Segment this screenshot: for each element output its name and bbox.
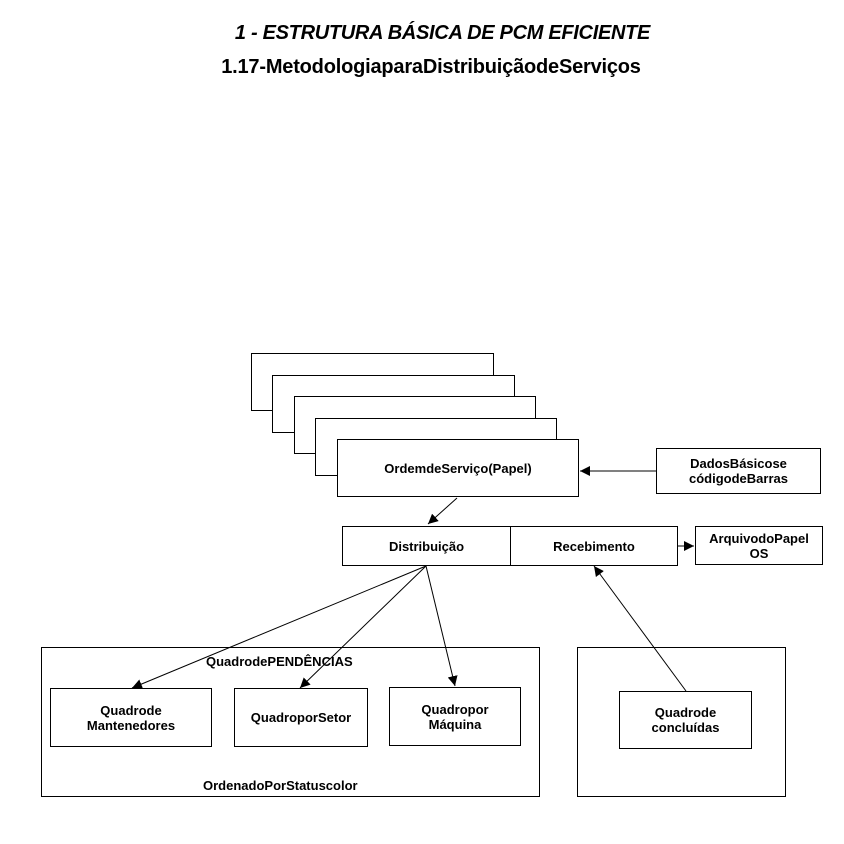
pendencias-group-footer: OrdenadoPorStatuscolor [203,778,358,793]
ordem-servico-box: OrdemdeServiço(Papel) [337,439,579,497]
recebimento-label: Recebimento [553,538,635,554]
page-title: 1 - ESTRUTURA BÁSICA DE PCM EFICIENTE [234,22,651,44]
arrow-distribuicao-to-maquina [425,565,458,687]
quadro-maquina-box: Quadropor Máquina [389,687,521,746]
pendencias-group [41,647,540,797]
arrow-distribuicao-to-setor [299,565,427,689]
concluidas-group [577,647,786,797]
arquivo-papel-label: ArquivodoPapel OS [709,530,809,561]
arquivo-papel-box: ArquivodoPapel OS [695,526,823,565]
dados-basicos-label: DadosBásicose códigodeBarras [689,456,788,486]
recebimento-box: Recebimento [510,526,678,566]
arrow-ordem-to-distribuicao [427,497,458,525]
arrow-concluidas-to-recebimento [593,565,687,692]
quadro-setor-box: QuadroporSetor [234,688,368,747]
quadro-mantenedores-label: Quadrode Mantenedores [86,702,176,733]
distribuicao-label: Distribuição [388,538,465,554]
quadro-setor-label: QuadroporSetor [250,710,352,725]
quadro-concluidas-box: Quadrode concluídas [619,691,752,749]
quadro-maquina-label: Quadropor Máquina [421,701,489,732]
quadro-concluidas-label: Quadrode concluídas [651,705,720,735]
pendencias-group-title: QuadrodePENDÊNCIAS [206,654,353,669]
arrow-distribuicao-to-mantenedores [131,565,427,689]
ordem-servico-label: OrdemdeServiço(Papel) [384,460,532,476]
quadro-mantenedores-box: Quadrode Mantenedores [50,688,212,747]
dados-basicos-box: DadosBásicose códigodeBarras [656,448,821,494]
page-subtitle: 1.17-MetodologiaparaDistribuiçãodeServiç… [221,56,641,78]
